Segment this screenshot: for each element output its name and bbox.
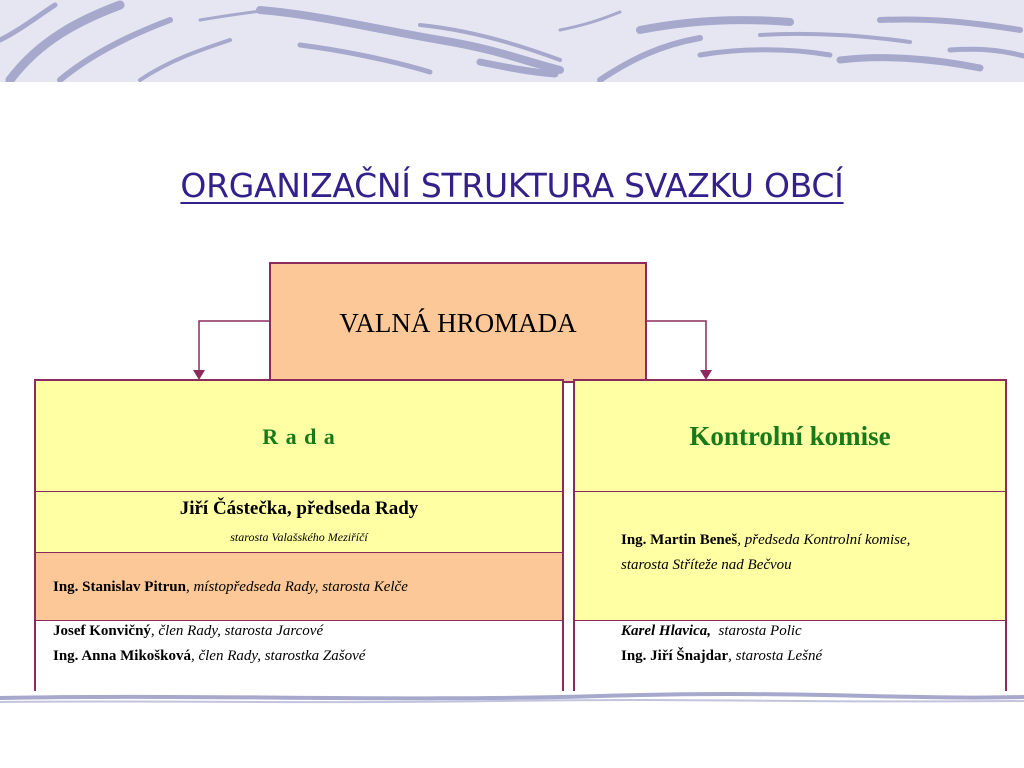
rada-members-cell: Josef Konvičný, člen Rady, starosta Jarc… <box>36 620 562 691</box>
decorative-bottom-stroke <box>0 692 1024 704</box>
komise-chair-name: Ing. Martin Beneš <box>621 532 738 548</box>
vice-chair-name: Ing. Stanislav Pitrun <box>53 579 186 595</box>
member-role: , člen Rady, starostka Zašové <box>190 648 366 664</box>
arrow-right-connector <box>647 320 707 372</box>
kontrolni-komise-panel: Kontrolní komise Ing. Martin Beneš, před… <box>573 379 1007 691</box>
member-name: Ing. Anna Mikošková <box>53 648 191 664</box>
rada-vice-chair-cell: Ing. Stanislav Pitrun, místopředseda Rad… <box>36 552 562 620</box>
komise-chair-role: , předseda Kontrolní komise, <box>737 532 911 548</box>
member-role: starosta Polic <box>711 623 802 639</box>
decorative-banner <box>0 0 1024 82</box>
rada-chair-subtitle: starosta Valašského Meziříčí <box>230 530 368 544</box>
member-role: , starosta Lešné <box>728 648 823 664</box>
komise-chair-cell: Ing. Martin Beneš, předseda Kontrolní ko… <box>575 491 1005 620</box>
page-title: ORGANIZAČNÍ STRUKTURA SVAZKU OBCÍ <box>180 166 844 205</box>
swirl-pattern <box>0 0 1024 82</box>
member-name: Karel Hlavica, <box>621 623 711 639</box>
komise-header-cell: Kontrolní komise <box>575 381 1005 491</box>
vice-chair-role: , místopředseda Rady, starosta Kelče <box>185 579 408 595</box>
komise-member-row: Ing. Jiří Šnajdar, starosta Lešné <box>621 648 822 665</box>
rada-vice-chair-line: Ing. Stanislav Pitrun, místopředseda Rad… <box>53 579 408 596</box>
valna-hromada-label: VALNÁ HROMADA <box>339 308 577 338</box>
valna-hromada-box: VALNÁ HROMADA <box>269 262 647 383</box>
rada-member-row: Ing. Anna Mikošková, člen Rady, starostk… <box>53 648 365 665</box>
rada-header: R a d a <box>262 424 336 449</box>
arrow-left-connector <box>198 320 269 372</box>
komise-member-row: Karel Hlavica, starosta Polic <box>621 623 802 640</box>
komise-header: Kontrolní komise <box>689 421 891 451</box>
rada-member-row: Josef Konvičný, člen Rady, starosta Jarc… <box>53 623 323 640</box>
member-name: Ing. Jiří Šnajdar <box>621 648 729 664</box>
komise-chair-line2: starosta Stříteže nad Bečvou <box>621 557 792 573</box>
rada-panel: R a d a Jiří Částečka, předseda Rady sta… <box>34 379 564 691</box>
komise-chair-line1: Ing. Martin Beneš, předseda Kontrolní ko… <box>621 532 910 549</box>
member-role: , člen Rady, starosta Jarcové <box>150 623 324 639</box>
rada-chair-name: Jiří Částečka, předseda Rady <box>179 498 419 519</box>
member-name: Josef Konvičný <box>53 623 151 639</box>
rada-header-cell: R a d a <box>36 381 562 491</box>
komise-members-cell: Karel Hlavica, starosta Polic Ing. Jiří … <box>575 620 1005 691</box>
rada-chair-cell: Jiří Částečka, předseda Rady starosta Va… <box>36 491 562 552</box>
